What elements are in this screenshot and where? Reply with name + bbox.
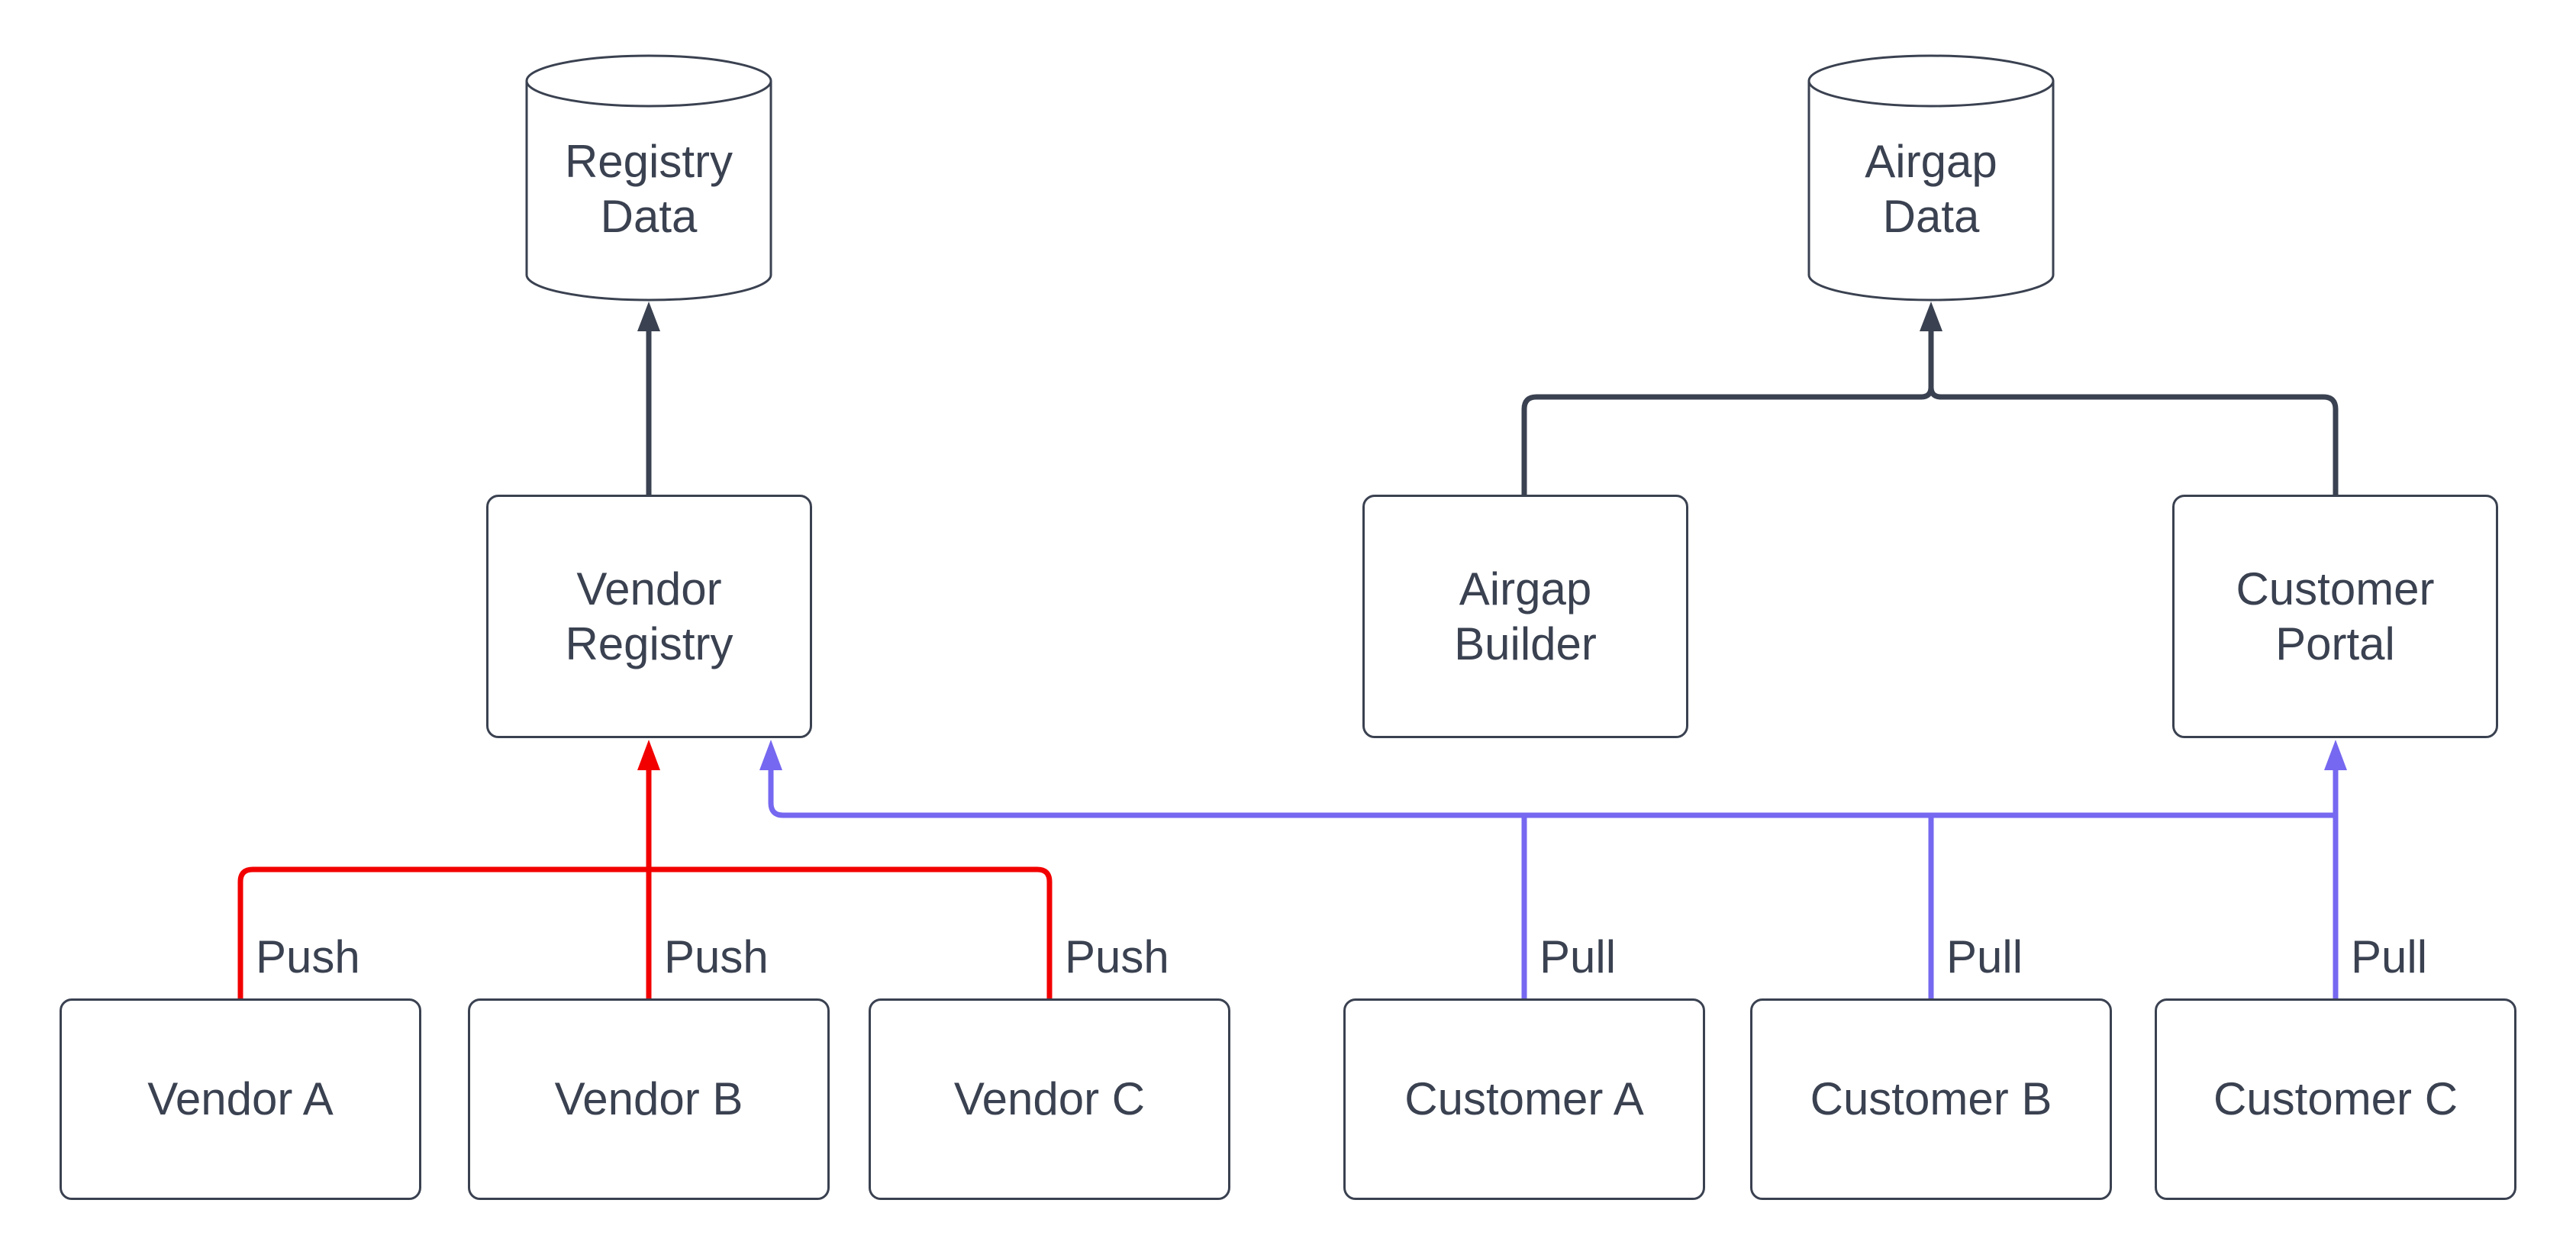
edge-pull-bus-to-vendor-registry bbox=[768, 770, 2336, 818]
edge-label-push-vendor-c: Push bbox=[1065, 931, 1169, 982]
airgap-data-cylinder-body bbox=[1807, 81, 2055, 302]
edge-label-pull-customer-b: Pull bbox=[1946, 931, 2023, 982]
airgap-builder-label-line2: Builder bbox=[1454, 618, 1597, 669]
arrowhead-pull-vendor-registry bbox=[759, 740, 782, 770]
edge-label-pull-customer-c: Pull bbox=[2351, 931, 2428, 982]
arrowhead-push-vendor-registry bbox=[637, 740, 660, 770]
node-vendor-a: Vendor A bbox=[60, 998, 421, 1200]
node-customer-b: Customer B bbox=[1750, 998, 2112, 1200]
arrowhead-registry-data bbox=[637, 302, 660, 331]
edge-label-pull-customer-a: Pull bbox=[1539, 931, 1617, 982]
node-airgap-builder: Airgap Builder bbox=[1362, 495, 1688, 738]
node-registry-data: Registry Data bbox=[527, 92, 771, 286]
registry-data-cylinder-top bbox=[525, 54, 772, 108]
vendor-a-label: Vendor A bbox=[147, 1073, 334, 1124]
airgap-data-cylinder-top bbox=[1807, 54, 2055, 108]
vendor-b-label: Vendor B bbox=[554, 1073, 743, 1124]
node-vendor-b: Vendor B bbox=[468, 998, 830, 1200]
node-vendor-registry: Vendor Registry bbox=[486, 495, 812, 738]
node-customer-a: Customer A bbox=[1343, 998, 1705, 1200]
arrowhead-pull-customer-portal bbox=[2324, 740, 2347, 770]
airgap-builder-label-line1: Airgap bbox=[1459, 563, 1592, 614]
edge-label-push-vendor-a: Push bbox=[256, 931, 360, 982]
edge-customer-portal-to-airgap-data bbox=[1928, 331, 2339, 495]
vendor-c-label: Vendor C bbox=[953, 1073, 1146, 1124]
node-customer-c: Customer C bbox=[2155, 998, 2516, 1200]
edge-label-push-vendor-b: Push bbox=[664, 931, 769, 982]
customer-b-label: Customer B bbox=[1810, 1073, 2052, 1124]
registry-data-cylinder-body bbox=[525, 81, 772, 302]
edge-airgap-builder-to-airgap-data bbox=[1521, 331, 1934, 495]
node-customer-portal: Customer Portal bbox=[2172, 495, 2498, 738]
airgap-data-label-line1: Airgap bbox=[1865, 135, 1997, 187]
edge-push-bus-vendor-a-to-c bbox=[237, 866, 1053, 998]
registry-data-label-line1: Registry bbox=[564, 135, 733, 187]
airgap-data-label-line2: Data bbox=[1882, 190, 1980, 242]
node-airgap-data: Airgap Data bbox=[1809, 92, 2053, 286]
customer-c-label: Customer C bbox=[2213, 1073, 2458, 1124]
vendor-registry-label-line2: Registry bbox=[565, 618, 733, 669]
customer-a-label: Customer A bbox=[1404, 1073, 1644, 1124]
customer-portal-label-line2: Portal bbox=[2275, 618, 2395, 669]
vendor-registry-label-line1: Vendor bbox=[576, 563, 722, 614]
arrowhead-airgap-data bbox=[1920, 302, 1942, 331]
customer-portal-label-line1: Customer bbox=[2236, 563, 2435, 614]
node-vendor-c: Vendor C bbox=[869, 998, 1230, 1200]
registry-data-label-line2: Data bbox=[600, 190, 698, 242]
